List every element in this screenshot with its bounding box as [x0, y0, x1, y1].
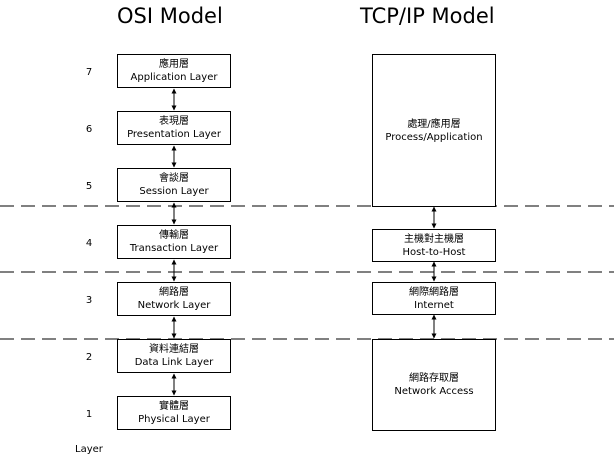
- tcpip-host-to-host-zh: 主機對主機層: [404, 233, 464, 245]
- osi-application-layer-box: 應用層 Application Layer: [117, 54, 231, 88]
- osi-layer-number-5: 5: [85, 181, 93, 192]
- osi-datalink-layer-en: Data Link Layer: [134, 357, 214, 368]
- osi-layer-number-2: 2: [85, 352, 93, 363]
- osi-layer-number-3: 3: [85, 295, 93, 306]
- tcpip-model-title: TCP/IP Model: [360, 4, 495, 28]
- osi-session-layer-box: 會談層 Session Layer: [117, 168, 231, 202]
- osi-application-layer-zh: 應用層: [159, 59, 189, 70]
- tcpip-network-access-zh: 網路存取層: [409, 373, 459, 384]
- osi-network-layer-box: 網路層 Network Layer: [117, 282, 231, 316]
- osi-datalink-layer-zh: 資料連結層: [149, 344, 199, 355]
- osi-network-layer-zh: 網路層: [159, 287, 189, 298]
- tcpip-host-to-host-box: 主機對主機層 Host-to-Host: [372, 229, 496, 262]
- osi-session-layer-zh: 會談層: [159, 173, 189, 184]
- tcpip-process-application-zh: 處理/應用層: [407, 118, 461, 130]
- osi-physical-layer-en: Physical Layer: [138, 414, 210, 425]
- tcpip-internet-box: 網際網路層 Internet: [372, 282, 496, 315]
- osi-physical-layer-box: 實體層 Physical Layer: [117, 396, 231, 430]
- osi-model-title: OSI Model: [117, 4, 223, 28]
- tcpip-process-application-en: Process/Application: [385, 131, 483, 143]
- osi-transport-layer-box: 傳輸層 Transaction Layer: [117, 225, 231, 259]
- layer-column-caption: Layer: [75, 444, 103, 455]
- tcpip-internet-zh: 網際網路層: [409, 286, 459, 298]
- osi-transport-layer-zh: 傳輸層: [159, 230, 189, 241]
- osi-session-layer-en: Session Layer: [139, 186, 209, 197]
- tcpip-host-to-host-en: Host-to-Host: [402, 246, 466, 258]
- osi-network-layer-en: Network Layer: [137, 300, 211, 311]
- osi-datalink-layer-box: 資料連結層 Data Link Layer: [117, 339, 231, 373]
- osi-presentation-layer-box: 表現層 Presentation Layer: [117, 111, 231, 145]
- osi-layer-number-4: 4: [85, 238, 93, 249]
- tcpip-internet-en: Internet: [414, 299, 454, 311]
- tcpip-network-access-en: Network Access: [394, 386, 474, 397]
- osi-application-layer-en: Application Layer: [130, 72, 218, 83]
- osi-presentation-layer-en: Presentation Layer: [127, 129, 221, 140]
- osi-transport-layer-en: Transaction Layer: [129, 243, 219, 254]
- tcpip-network-access-box: 網路存取層 Network Access: [372, 339, 496, 431]
- osi-physical-layer-zh: 實體層: [159, 401, 189, 412]
- osi-layer-number-7: 7: [85, 67, 93, 78]
- tcpip-process-application-box: 處理/應用層 Process/Application: [372, 54, 496, 207]
- osi-layer-number-1: 1: [85, 409, 93, 420]
- osi-layer-number-6: 6: [85, 124, 93, 135]
- osi-presentation-layer-zh: 表現層: [159, 116, 189, 127]
